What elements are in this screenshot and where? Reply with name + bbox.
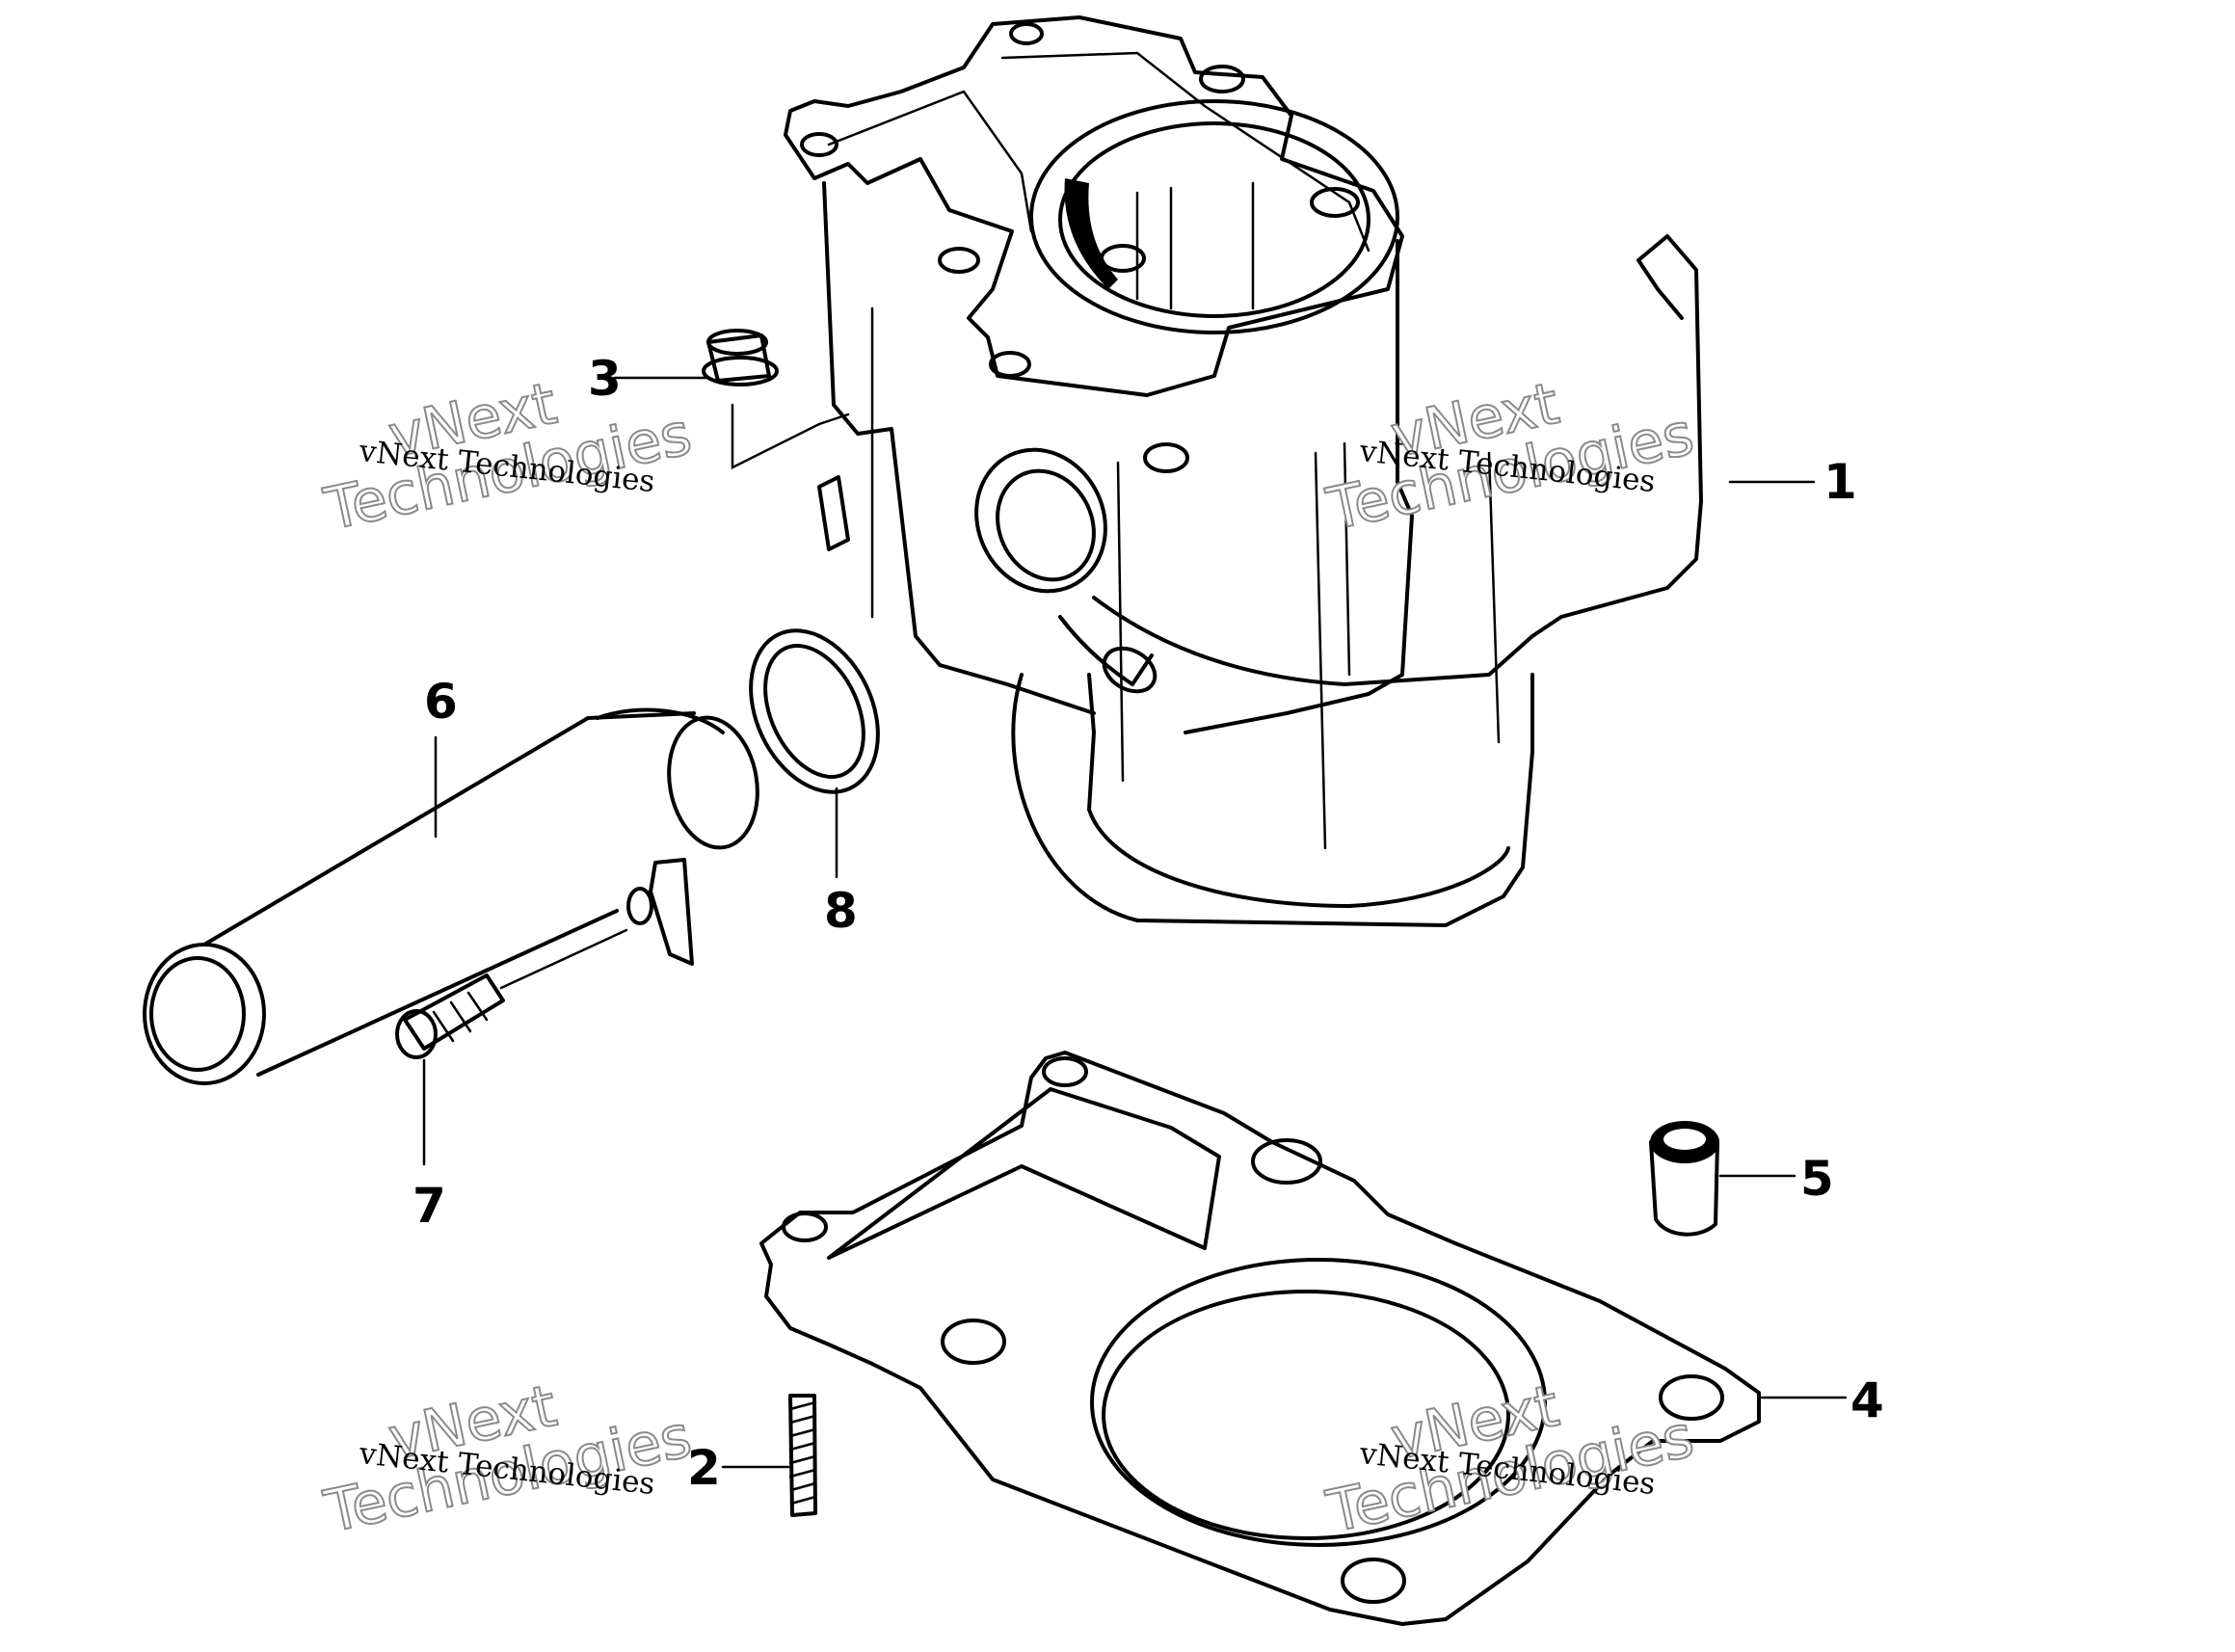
pipe-bolt-part xyxy=(395,928,628,1059)
base-gasket-part xyxy=(759,1051,1761,1626)
stud-bolt-part xyxy=(788,1394,817,1517)
callout-2: 2 xyxy=(687,1440,721,1496)
leader-lines xyxy=(422,376,1848,1469)
cylinder-block-part xyxy=(784,15,1703,927)
dowel-pin-part xyxy=(1649,1121,1719,1237)
nut-part xyxy=(702,329,850,470)
callout-4: 4 xyxy=(1850,1372,1884,1428)
callout-7: 7 xyxy=(412,1178,446,1234)
water-pipe-part xyxy=(143,707,759,1085)
o-ring-part xyxy=(749,628,880,794)
callout-8: 8 xyxy=(824,883,858,939)
callout-5: 5 xyxy=(1800,1151,1834,1207)
callout-3: 3 xyxy=(588,351,622,407)
callout-6: 6 xyxy=(424,674,458,730)
callout-numbers: 1 2 3 4 5 6 7 8 xyxy=(412,351,1884,1496)
callout-1: 1 xyxy=(1823,454,1857,510)
